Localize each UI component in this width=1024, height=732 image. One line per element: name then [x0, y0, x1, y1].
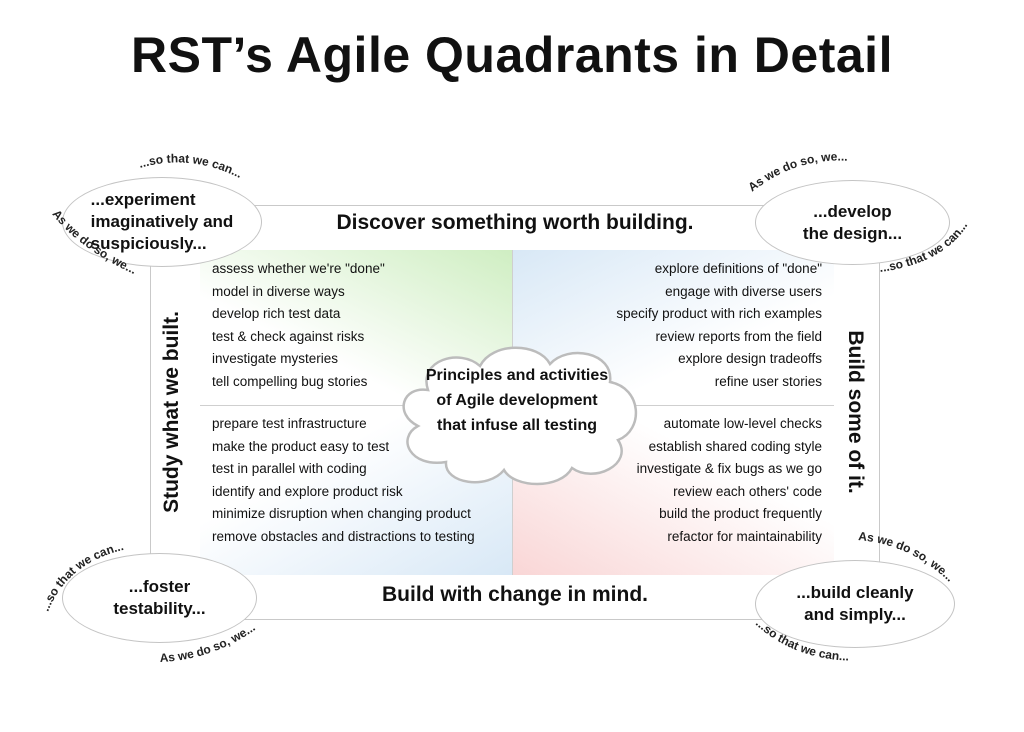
list-item: build the product frequently [659, 506, 822, 521]
corner-ellipse-bottom-right: ...build cleanly and simply... [755, 560, 955, 648]
corner-line: ...build cleanly [796, 583, 914, 602]
list-item: prepare test infrastructure [212, 416, 367, 431]
list-item: make the product easy to test [212, 438, 390, 454]
list-item: test in parallel with coding [212, 461, 367, 476]
list-item: investigate mysteries [212, 351, 339, 366]
list-item: refactor for maintainability [667, 528, 822, 544]
corner-ellipse-bottom-left: ...foster testability... [62, 553, 257, 643]
cloud-shape [402, 346, 638, 486]
corner-line: and simply... [804, 605, 906, 624]
as-we-label-top-right: As we do so, we... [745, 149, 848, 194]
corner-line: the design... [802, 223, 903, 243]
list-item: tell compelling bug stories [212, 373, 368, 389]
center-line: Principles and activities [425, 367, 609, 384]
corner-line: ...foster [128, 577, 191, 596]
so-that-label-top-left: ...so that we can... [137, 151, 245, 180]
list-item: minimize disruption when changing produc… [212, 506, 471, 521]
corner-line: imaginatively and [90, 212, 234, 231]
corner-ellipse-top-right: ...develop the design... [755, 180, 950, 265]
corner-line: suspiciously... [90, 234, 207, 253]
center-line: that infuse all testing [436, 417, 597, 434]
list-item: assess whether we're "done" [212, 261, 385, 276]
corner-line: ...experiment [90, 190, 196, 209]
corner-ellipse-top-left: ...experiment imaginatively and suspicio… [62, 177, 262, 267]
list-item: investigate & fix bugs as we go [636, 461, 822, 476]
svg-text:As we do so, we...: As we do so, we... [858, 529, 957, 584]
corner-line: testability... [113, 599, 206, 618]
corner-line: ...develop [813, 201, 892, 221]
svg-text:As we do so, we...: As we do so, we... [159, 620, 257, 665]
list-item: establish shared coding style [648, 438, 822, 454]
svg-text:...so that we can...: ...so that we can... [753, 616, 849, 664]
list-item: remove obstacles and distractions to tes… [212, 528, 475, 544]
edge-label-bottom: Build with change in mind. [382, 583, 648, 606]
list-item: model in diverse ways [212, 283, 345, 299]
as-we-label-top-left: As we do so, we... [50, 207, 139, 277]
svg-text:...so that we can...: ...so that we can... [38, 539, 125, 613]
so-that-label-bottom-left: ...so that we can... [38, 539, 125, 613]
center-line: of Agile development [436, 392, 598, 409]
so-that-label-bottom-right: ...so that we can... [753, 616, 849, 664]
svg-text:...so that we can...: ...so that we can... [879, 219, 971, 275]
quadrant-bottom-right: automate low-level checks establish shar… [512, 405, 834, 575]
list-item: specify product with rich examples [616, 306, 822, 321]
svg-text:As we do so, we...: As we do so, we... [745, 149, 848, 194]
svg-text:...so that we can...: ...so that we can... [137, 151, 245, 180]
list-item: engage with diverse users [665, 283, 822, 299]
list-item: review each others' code [673, 483, 822, 499]
list-item: explore definitions of "done" [654, 261, 822, 276]
list-item: explore design tradeoffs [678, 351, 822, 366]
svg-text:As we do so, we...: As we do so, we... [50, 207, 139, 277]
so-that-label-top-right: ...so that we can... [879, 219, 971, 275]
edge-label-top: Discover something worth building. [336, 211, 694, 234]
list-item: test & check against risks [212, 328, 365, 344]
list-item: develop rich test data [212, 306, 341, 321]
list-item: identify and explore product risk [212, 483, 403, 499]
center-principles-text: Principles and activities of Agile devel… [388, 363, 646, 438]
as-we-label-bottom-left: As we do so, we... [159, 620, 257, 665]
list-item: automate low-level checks [663, 416, 822, 431]
list-item: refine user stories [714, 373, 822, 389]
page-title: RST’s Agile Quadrants in Detail [131, 27, 893, 83]
as-we-label-bottom-right: As we do so, we... [858, 529, 957, 584]
list-item: review reports from the field [655, 328, 822, 344]
